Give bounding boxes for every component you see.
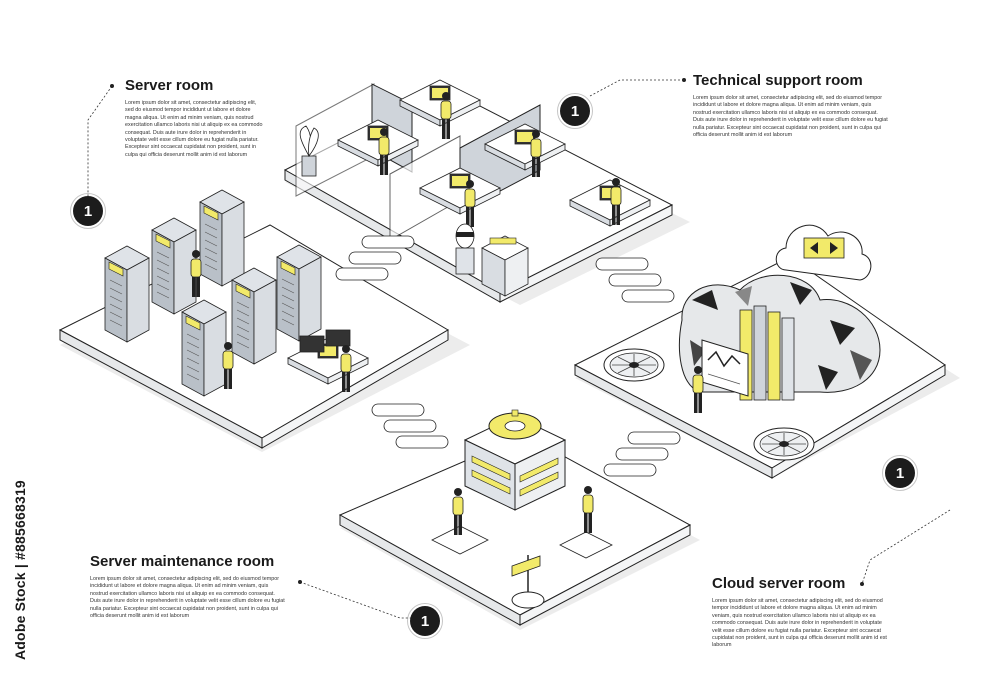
- server-room-title: Server room: [125, 77, 214, 94]
- server-maintenance-room-number-badge: 1: [407, 603, 443, 639]
- technical-support-room-number-badge: 1: [557, 93, 593, 129]
- cloud-dashboard-panel: [701, 339, 749, 397]
- cloud-sync-icon: [775, 224, 872, 281]
- cloud-server-room-label: Cloud server room Lorem ipsum dolor sit …: [712, 575, 887, 650]
- server-room-workstation: [287, 329, 369, 393]
- server-room-label: Server room Lorem ipsum dolor sit amet, …: [125, 77, 265, 159]
- server-room-description: Lorem ipsum dolor sit amet, consectetur …: [125, 100, 263, 158]
- potted-plant: [299, 125, 319, 177]
- stock-id-watermark: Adobe Stock | #885668319: [12, 480, 28, 660]
- printer: [481, 235, 529, 297]
- maintenance-room-floor: [338, 434, 700, 630]
- cloud-server-room-title: Cloud server room: [712, 575, 846, 592]
- server-maintenance-room-description: Lorem ipsum dolor sit amet, consectetur …: [90, 576, 285, 620]
- water-cooler: [455, 223, 475, 275]
- server-maintenance-room-title: Server maintenance room: [90, 553, 275, 570]
- cloud-server-room-description: Lorem ipsum dolor sit amet, consectetur …: [712, 598, 887, 649]
- callout-leader-lines: [87, 79, 951, 619]
- gear-icon: [488, 409, 542, 440]
- steps-server-to-maintenance: [371, 403, 449, 449]
- cloud-server-room-number-badge: 1: [882, 455, 918, 491]
- technical-support-room-label: Technical support room Lorem ipsum dolor…: [693, 72, 888, 139]
- server-room-number-badge: 1: [70, 193, 106, 229]
- cooling-fan-icon: [603, 348, 665, 382]
- maintenance-pedestals: [431, 525, 613, 559]
- steps-server-to-support: [335, 235, 415, 281]
- steps-cloud-to-maintenance: [603, 431, 681, 477]
- technical-support-room-description: Lorem ipsum dolor sit amet, consectetur …: [693, 95, 888, 139]
- callout-dots: [110, 78, 864, 586]
- wrench-signpost: [511, 555, 545, 609]
- technical-support-room-title: Technical support room: [693, 72, 863, 89]
- server-maintenance-room-label: Server maintenance room Lorem ipsum dolo…: [90, 553, 285, 620]
- cooling-fan-icon: [753, 427, 815, 461]
- steps-support-to-cloud: [595, 257, 675, 303]
